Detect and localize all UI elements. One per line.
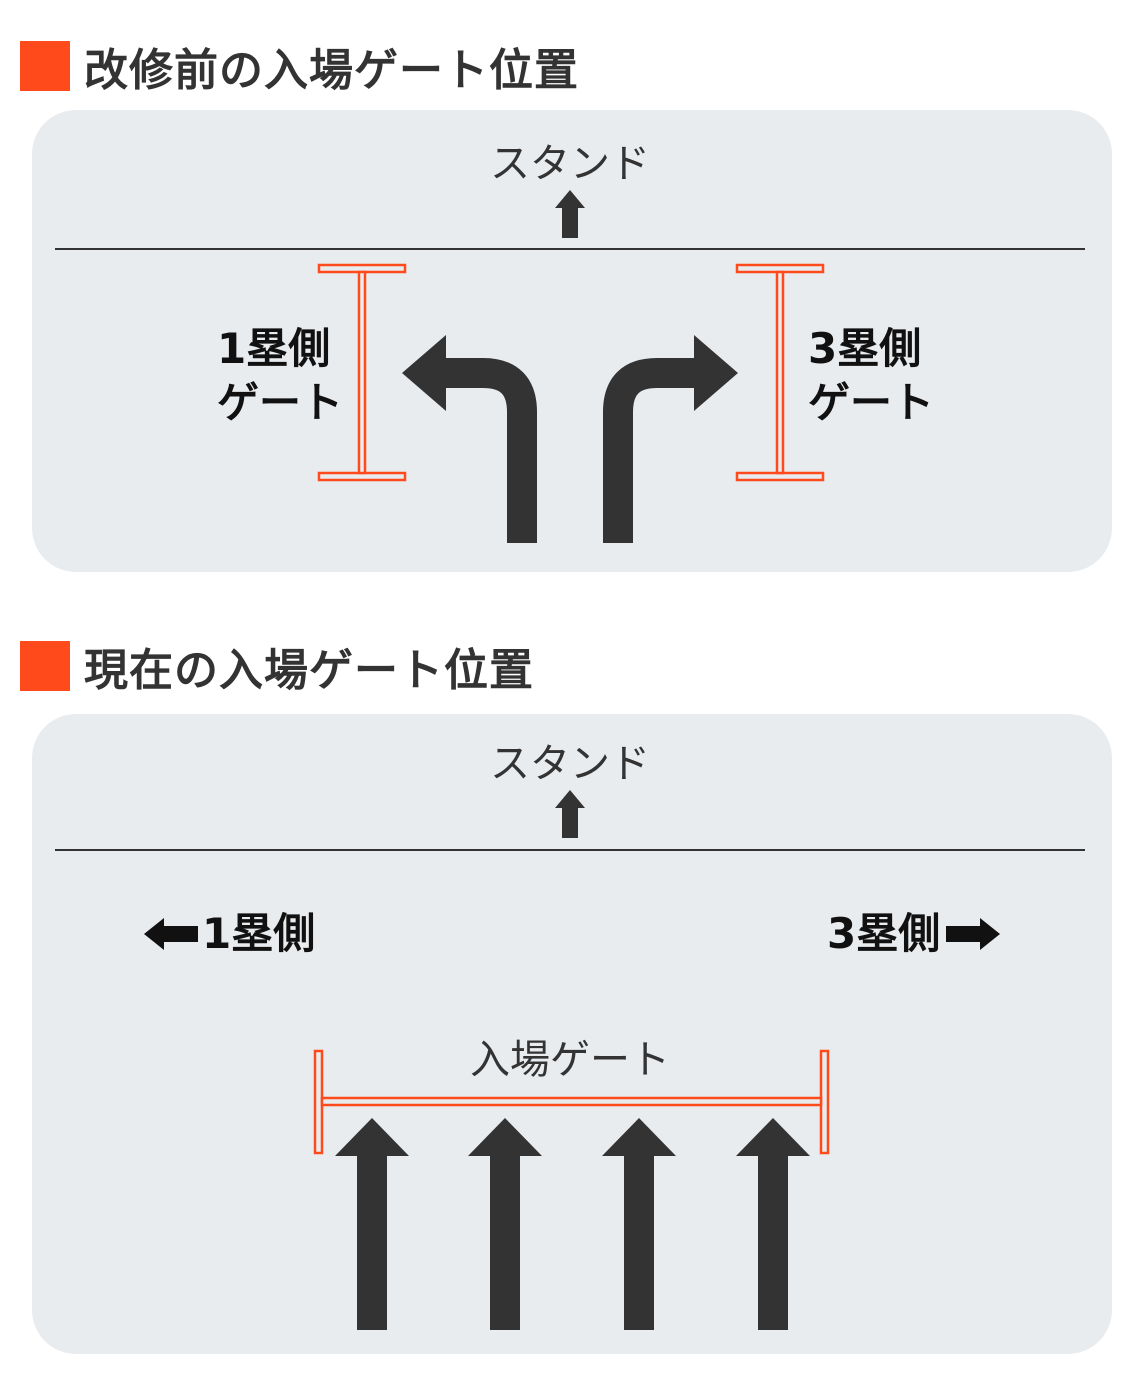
stand-up-arrow-head bbox=[555, 790, 585, 808]
right-direction-arrow bbox=[946, 918, 1000, 950]
after-section-title: 現在の入場ゲート位置 bbox=[20, 638, 534, 696]
stand-up-arrow-head bbox=[555, 190, 585, 208]
before-section-title: 改修前の入場ゲート位置 bbox=[20, 38, 579, 96]
stand-up-arrow-shaft bbox=[562, 208, 578, 238]
entry-arrow-4 bbox=[736, 1118, 810, 1330]
after-left-side-label: 1塁側 bbox=[202, 909, 316, 958]
right-turn-arrow bbox=[603, 335, 738, 543]
before-right-gate-line2: ゲート bbox=[808, 378, 935, 427]
after-title-text: 現在の入場ゲート位置 bbox=[84, 645, 534, 696]
entry-arrow-2 bbox=[468, 1118, 542, 1330]
title-marker bbox=[20, 41, 70, 91]
after-diagram-panel: スタンド 1塁側 3塁側 入場ゲート bbox=[32, 714, 1112, 1354]
title-marker bbox=[20, 641, 70, 691]
left-direction-arrow bbox=[144, 918, 198, 950]
stand-up-arrow-shaft bbox=[562, 808, 578, 838]
entrance-gate-marker bbox=[313, 1049, 830, 1155]
entry-arrow-3 bbox=[602, 1118, 676, 1330]
before-title-text: 改修前の入場ゲート位置 bbox=[84, 45, 579, 96]
entry-arrow-1 bbox=[335, 1118, 409, 1330]
after-gate-label: 入場ゲート bbox=[470, 1037, 670, 1083]
after-stand-label: スタンド bbox=[490, 741, 650, 787]
before-diagram-panel: スタンド 1塁側 ゲート 3塁側 ゲート bbox=[32, 110, 1112, 572]
right-gate-marker bbox=[735, 263, 825, 482]
before-stand-label: スタンド bbox=[490, 141, 650, 187]
left-turn-arrow bbox=[402, 335, 537, 543]
after-right-side-label: 3塁側 bbox=[827, 909, 941, 958]
before-left-gate-line1: 1塁側 bbox=[217, 324, 331, 373]
before-diagram-svg bbox=[55, 190, 1085, 543]
before-right-gate-line1: 3塁側 bbox=[808, 324, 922, 373]
before-left-gate-line2: ゲート bbox=[217, 378, 344, 427]
left-gate-marker bbox=[317, 263, 407, 482]
after-diagram-svg bbox=[55, 790, 1085, 1330]
